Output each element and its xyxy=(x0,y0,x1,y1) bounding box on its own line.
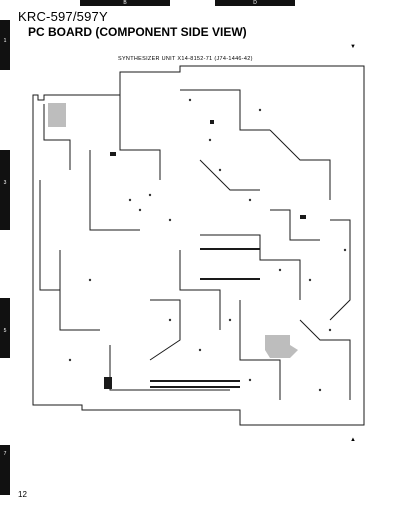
trace xyxy=(59,250,100,331)
column-marker-bar: B D xyxy=(0,0,400,8)
row-marker-7: 7 xyxy=(0,445,10,495)
row-marker-3: 3 xyxy=(0,150,10,230)
via xyxy=(148,193,152,197)
component xyxy=(210,120,214,124)
trace xyxy=(199,159,260,191)
via xyxy=(228,318,232,322)
trace xyxy=(329,219,351,321)
trace xyxy=(109,345,230,391)
via xyxy=(343,248,347,252)
trace xyxy=(179,250,221,330)
trace xyxy=(200,234,301,300)
ic-pin-row xyxy=(150,386,240,388)
via xyxy=(248,198,252,202)
via xyxy=(208,138,212,142)
trace xyxy=(119,95,161,180)
copper-pad xyxy=(48,103,66,127)
column-marker-d: D xyxy=(215,0,295,6)
via xyxy=(188,98,192,102)
via xyxy=(318,388,322,392)
trace xyxy=(43,104,71,170)
component xyxy=(110,152,116,156)
component xyxy=(300,215,306,219)
trace xyxy=(239,300,281,400)
trace xyxy=(270,209,320,241)
ic-pin-row xyxy=(200,248,260,250)
row-marker-5: 5 xyxy=(0,298,10,358)
page-number: 12 xyxy=(18,490,27,499)
via xyxy=(198,348,202,352)
via xyxy=(88,278,92,282)
trace xyxy=(39,180,60,291)
down-arrow-icon: ▲ xyxy=(350,437,356,443)
page-title: PC BOARD (COMPONENT SIDE VIEW) xyxy=(28,25,247,39)
via xyxy=(248,378,252,382)
via xyxy=(328,328,332,332)
trace xyxy=(149,299,181,361)
via xyxy=(308,278,312,282)
via xyxy=(278,268,282,272)
ic-pin-row xyxy=(200,278,260,280)
component xyxy=(104,377,112,389)
via xyxy=(138,208,142,212)
column-marker-b: B xyxy=(80,0,170,6)
trace xyxy=(269,129,331,200)
trace xyxy=(299,319,351,400)
via xyxy=(218,168,222,172)
model-number: KRC-597/597Y xyxy=(18,9,108,24)
copper-pad xyxy=(265,335,298,358)
row-marker-1: 1 xyxy=(0,20,10,70)
via xyxy=(168,218,172,222)
trace xyxy=(180,89,270,131)
unit-label: SYNTHESIZER UNIT X14-8152-71 (J74-1446-4… xyxy=(118,56,253,62)
ic-pin-row xyxy=(150,380,240,382)
via xyxy=(258,108,262,112)
board-outline xyxy=(32,65,365,426)
via xyxy=(128,198,132,202)
via xyxy=(168,318,172,322)
trace xyxy=(89,150,140,231)
via xyxy=(68,358,72,362)
up-arrow-icon: ▼ xyxy=(350,44,356,50)
